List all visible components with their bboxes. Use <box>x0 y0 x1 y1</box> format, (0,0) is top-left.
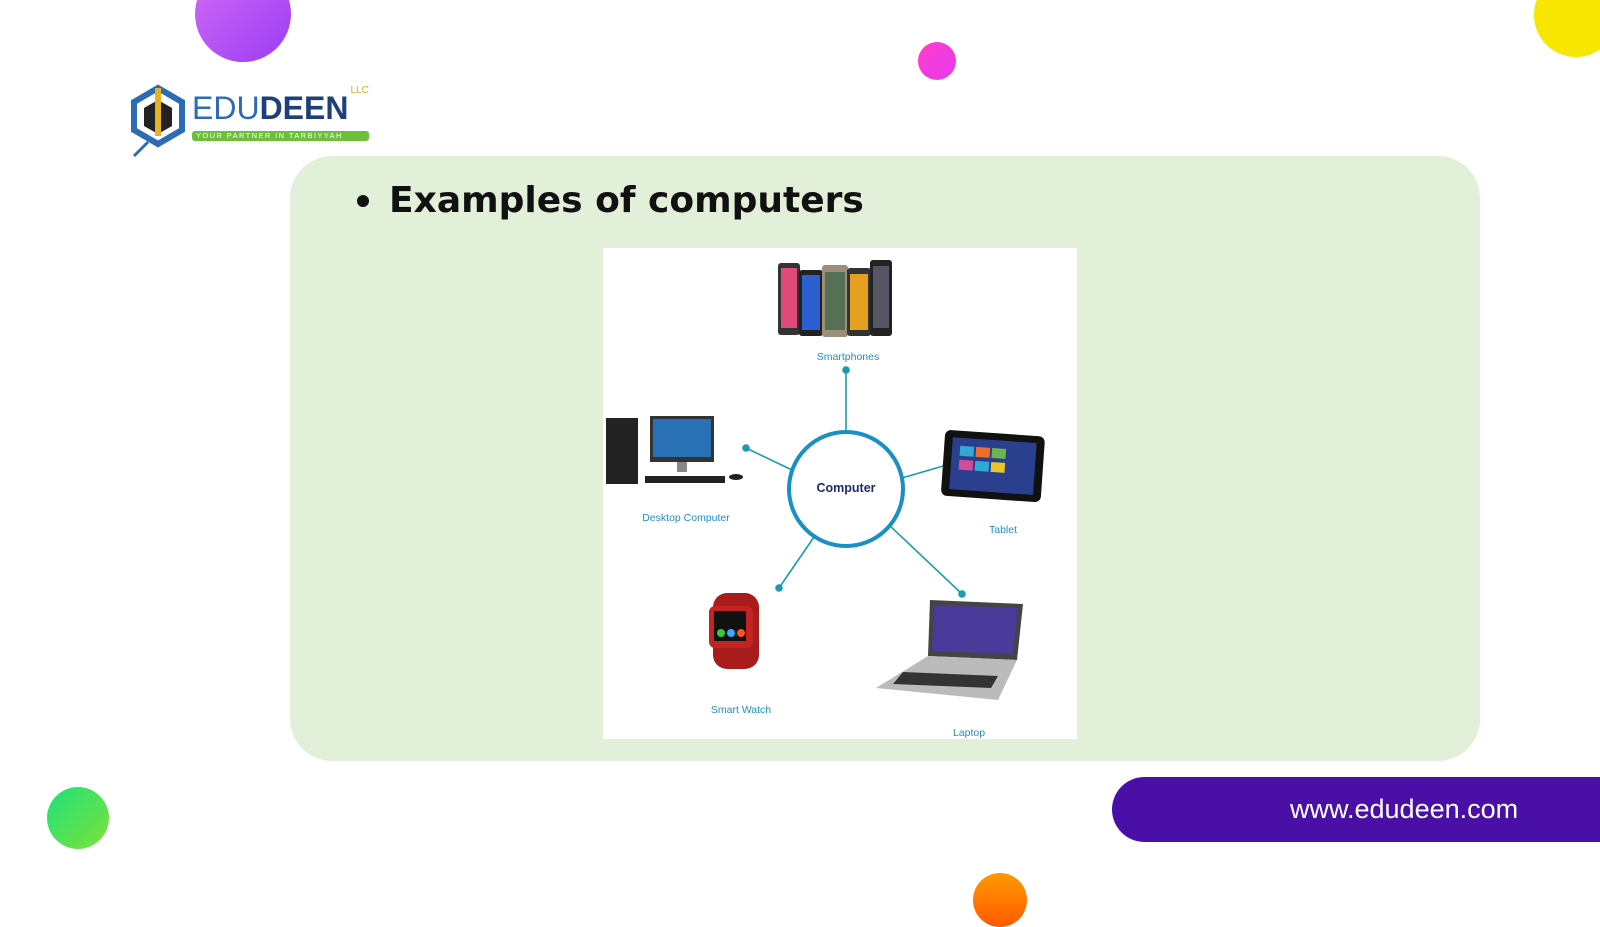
label-desktop-computer: Desktop Computer <box>642 512 730 524</box>
logo-tagline: YOUR PARTNER IN TARBIYYAH <box>192 131 369 141</box>
logo-name-bold: DEEN <box>259 90 349 126</box>
logo-suffix: LLC <box>350 85 369 96</box>
connector-tablet <box>901 463 951 479</box>
connector-watch <box>778 536 815 589</box>
website-link[interactable]: www.edudeen.com <box>1290 794 1519 824</box>
connector-desktop <box>745 447 793 471</box>
connector-laptop <box>887 523 963 595</box>
center-circle <box>787 430 905 548</box>
desktop-computer-image <box>606 416 743 484</box>
logo-mark-icon <box>131 84 185 158</box>
heading-text: Examples of computers <box>389 180 864 221</box>
laptop-image <box>876 600 1023 700</box>
label-smartphones: Smartphones <box>816 351 880 363</box>
decor-circle-pink <box>918 42 956 80</box>
logo-name-light: EDU <box>192 90 260 126</box>
decor-circle-yellow <box>1534 0 1600 57</box>
label-tablet: Tablet <box>988 524 1018 536</box>
label-smart-watch: Smart Watch <box>710 704 772 716</box>
smartphones-image <box>778 260 892 337</box>
label-laptop: Laptop <box>952 727 986 739</box>
smart-watch-image <box>709 593 759 669</box>
center-label: Computer <box>816 481 876 495</box>
tablet-image <box>941 430 1045 503</box>
decor-circle-orange <box>973 873 1027 927</box>
bullet-icon <box>357 194 369 207</box>
computer-examples-diagram: Smartphones Desktop Computer Tablet Smar… <box>603 248 1077 739</box>
decor-circle-green <box>47 787 109 849</box>
decor-circle-purple <box>195 0 291 62</box>
bullet-heading: Examples of computers <box>357 180 864 221</box>
footer-bar: www.edudeen.com <box>1112 777 1600 842</box>
